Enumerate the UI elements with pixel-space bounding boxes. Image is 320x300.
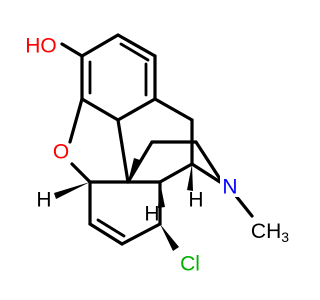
bond-ring-c10 — [153, 97, 194, 122]
bond-ring-d — [116, 97, 157, 122]
bond-c6-c7 — [88, 222, 124, 246]
bond-c13-c15 — [126, 140, 154, 184]
label-h-left: H — [36, 189, 51, 212]
label-methyl: CH3 — [251, 220, 289, 246]
label-hydroxyl: HO — [25, 35, 57, 58]
bond-ring-double-1 — [119, 42, 150, 62]
wedge-h-right — [187, 164, 193, 191]
wedge-h-left — [54, 182, 90, 199]
bond-o-c5 — [70, 162, 92, 184]
bond-ring-e — [80, 97, 120, 122]
chloromorphide-structure: HO O N CH3 Cl H H H — [25, 33, 289, 276]
label-bg-n — [220, 175, 240, 197]
bond-ring-c13 — [116, 118, 130, 184]
wedge-h-center — [158, 182, 165, 208]
label-oxygen: O — [53, 141, 69, 164]
bond-c9-n — [190, 162, 222, 184]
bond-ring-b — [116, 33, 157, 58]
bond-aryl-o — [68, 97, 84, 144]
bond-c14-c9 — [158, 162, 194, 184]
label-nitrogen: N — [222, 176, 237, 199]
stereo-wedges — [54, 158, 193, 251]
bond-c6-c7-double — [96, 218, 126, 238]
atom-labels: HO O N CH3 Cl H H H — [25, 35, 289, 276]
bond-ho — [60, 42, 84, 58]
bonds — [60, 33, 254, 246]
bond-n-methyl — [234, 194, 254, 218]
wedge-c13 — [128, 158, 140, 182]
bond-c16-n — [194, 140, 224, 184]
bond-ring-a — [80, 33, 120, 58]
label-h-right: H — [188, 189, 203, 212]
bond-c7-c8 — [120, 222, 162, 246]
label-chlorine: Cl — [180, 253, 200, 276]
label-h-center: H — [144, 203, 159, 226]
wedge-chlorine — [160, 224, 179, 251]
